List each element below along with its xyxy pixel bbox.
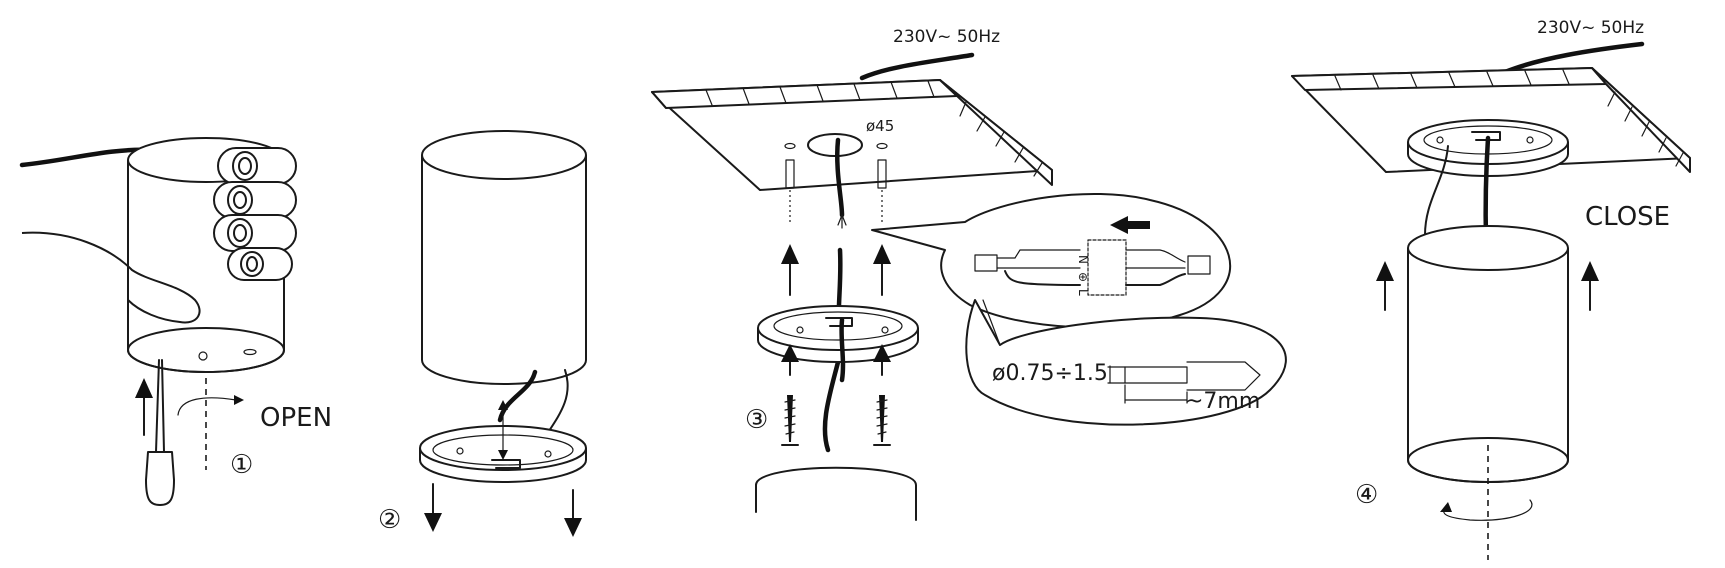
open-label: OPEN — [260, 403, 332, 433]
step3-up-arrow-right-icon — [873, 244, 891, 296]
step3-screw-arrow-left-icon — [781, 344, 799, 376]
step4-wire-black — [1483, 135, 1491, 243]
step3-up-arrow-left-icon — [781, 244, 799, 296]
wire-section-label: ø0.75÷1.5 — [992, 361, 1108, 386]
strip-length-label: ~7mm — [1185, 389, 1260, 414]
step1-thumb — [21, 231, 201, 324]
step3-number: ③ — [745, 405, 768, 435]
step3-screw-arrow-right-icon — [873, 344, 891, 376]
step4-cylinder-top — [1407, 225, 1569, 271]
step1-number: ① — [230, 450, 253, 480]
step3-wire-upper — [835, 137, 845, 218]
screw-left-icon — [781, 395, 799, 446]
insert-arrow-icon — [1110, 216, 1150, 234]
step2-down-arrow-left-icon — [424, 483, 442, 532]
screw-right-icon — [873, 395, 891, 446]
step2-number: ② — [378, 505, 401, 535]
step3-ceiling — [651, 79, 1053, 191]
step2-cylinder-top — [421, 130, 587, 180]
step4-up-arrow-right-icon — [1581, 261, 1599, 311]
step1-up-arrow-icon — [135, 378, 153, 436]
close-label: CLOSE — [1585, 202, 1670, 232]
step4-panel: 230V~ 50Hz — [1291, 18, 1691, 560]
hole-diameter-label: ø45 — [866, 117, 894, 135]
step4-rotate-arrow — [1443, 499, 1533, 521]
step2-wire-black — [497, 369, 538, 423]
step4-number: ④ — [1355, 480, 1378, 510]
step2-cylinder — [421, 155, 587, 385]
terminal-callout: N ⊕ L — [871, 192, 1232, 329]
terminal-earth: ⊕ — [1076, 272, 1090, 282]
step1-panel: OPEN ① — [19, 137, 332, 506]
step4-voltage-label: 230V~ 50Hz — [1537, 18, 1644, 38]
step2-clip — [491, 459, 521, 469]
step4-wire-thin — [1424, 145, 1449, 236]
step2-panel: ② — [378, 130, 587, 537]
step3-plate — [757, 305, 919, 351]
step3-voltage-label: 230V~ 50Hz — [893, 27, 1000, 47]
screwdriver-icon — [145, 359, 175, 506]
step1-rotate-arrow — [177, 397, 237, 416]
step1-fingers — [213, 147, 297, 281]
step3-supply-cable — [859, 52, 975, 81]
step4-supply-cable — [1502, 41, 1645, 75]
step1-center-hole — [198, 351, 208, 361]
step1-cylinder-bottom — [127, 327, 285, 373]
step1-slot — [243, 348, 257, 356]
step3-ceiling-hole — [807, 133, 863, 157]
wire-strip-callout: ø0.75÷1.5 ~7mm — [965, 299, 1287, 426]
step2-down-arrow-right-icon — [564, 489, 582, 537]
step3-lamp-top — [755, 466, 917, 521]
step4-up-arrow-left-icon — [1376, 261, 1394, 311]
terminal-n: N — [1076, 255, 1090, 264]
terminal-l: L — [1076, 289, 1090, 296]
step3-panel: 230V~ 50Hz ø45 — [651, 27, 1287, 521]
